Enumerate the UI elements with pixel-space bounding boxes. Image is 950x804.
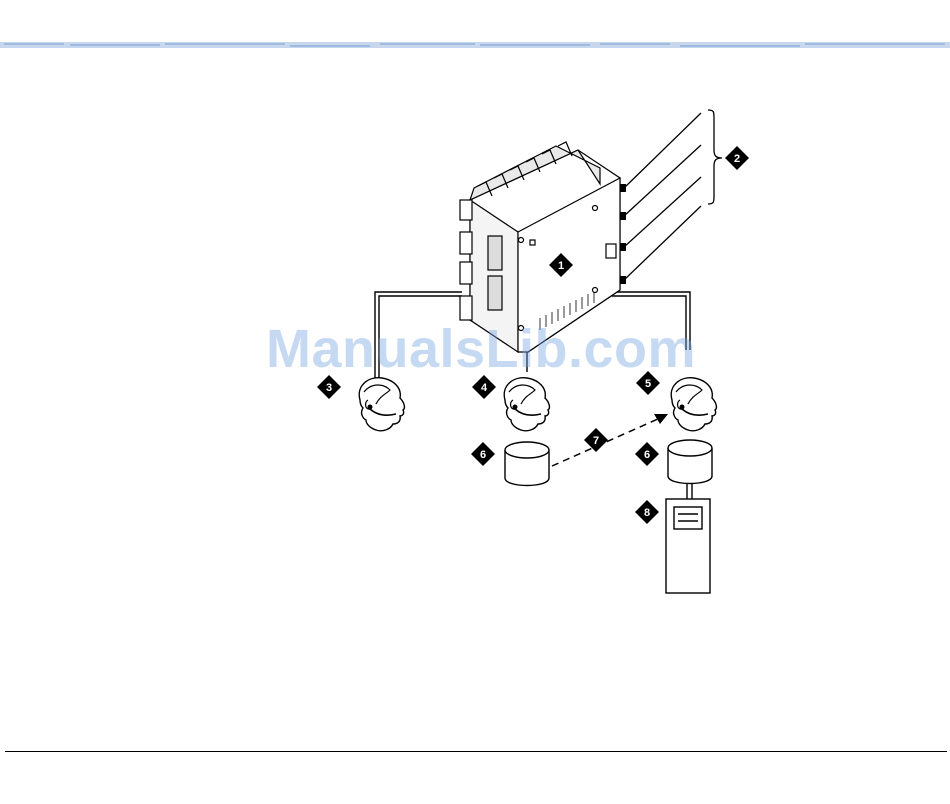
- callout-2: 2: [725, 146, 749, 170]
- svg-text:6: 6: [480, 449, 486, 461]
- operator-headset-icon: [359, 378, 404, 431]
- callout-7: 7: [584, 428, 608, 452]
- footer-rule: [5, 751, 947, 752]
- svg-text:2: 2: [734, 153, 740, 165]
- terminal-icon: [666, 499, 710, 593]
- svg-text:7: 7: [593, 435, 599, 447]
- terminal-link: [687, 484, 692, 500]
- svg-text:5: 5: [645, 378, 651, 390]
- callout-6-left: 6: [471, 442, 495, 466]
- svg-text:6: 6: [644, 449, 650, 461]
- announcement-device-icon: [505, 442, 549, 486]
- callout-4: 4: [472, 375, 496, 399]
- trunk-connectors: [620, 184, 626, 284]
- svg-text:1: 1: [558, 260, 564, 272]
- callout-3: 3: [317, 375, 341, 399]
- svg-text:4: 4: [481, 382, 488, 394]
- trunk-lines: [624, 110, 722, 280]
- svg-text:8: 8: [644, 507, 650, 519]
- callout-6-right: 6: [635, 442, 659, 466]
- operator-headset-icon: [671, 378, 716, 431]
- callout-5: 5: [636, 371, 660, 395]
- announcement-device-icon: [668, 440, 712, 484]
- svg-text:3: 3: [326, 382, 332, 394]
- callout-8: 8: [635, 500, 659, 524]
- operator-headset-icon: [504, 378, 549, 431]
- control-unit-icon: [460, 142, 620, 352]
